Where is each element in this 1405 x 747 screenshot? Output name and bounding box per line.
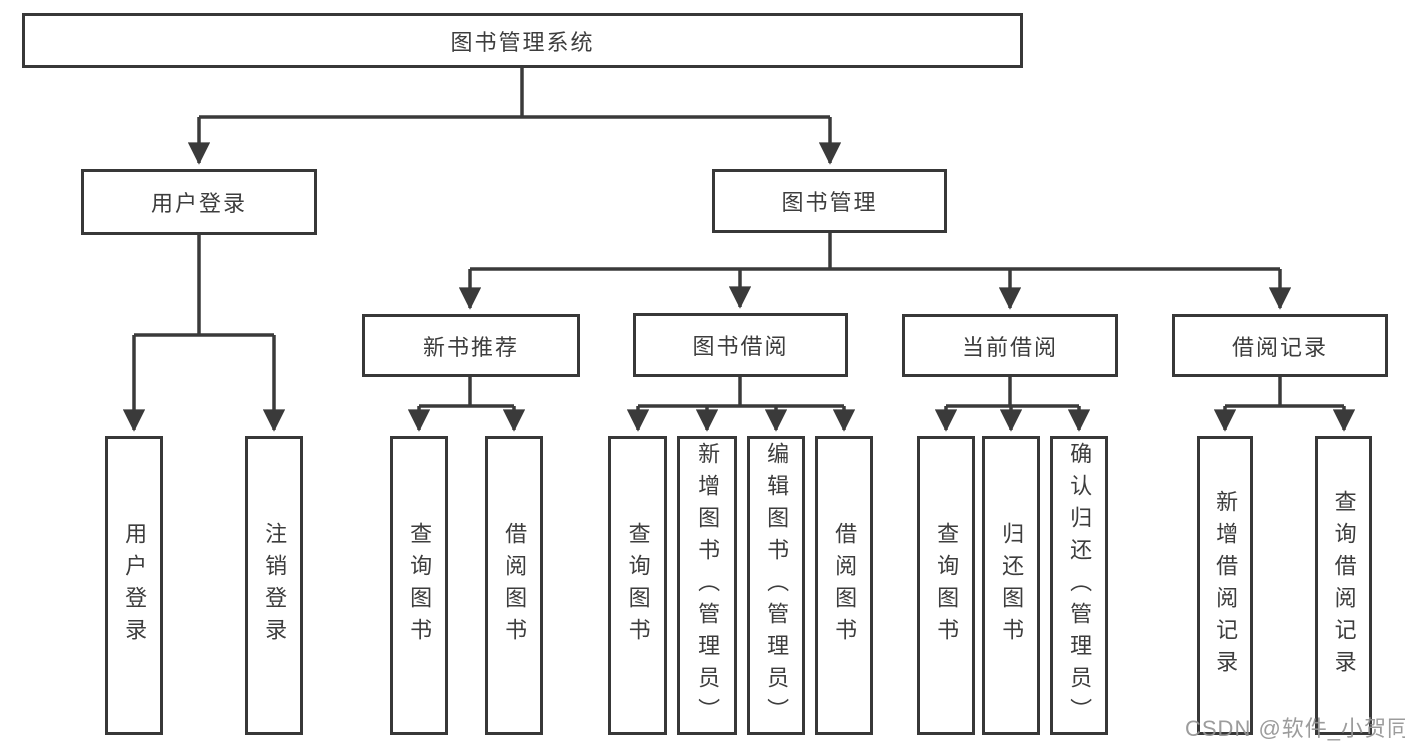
- leaf-label: 查询借阅记录: [1331, 489, 1357, 682]
- leaf-query-borrow-record: 查询借阅记录: [1315, 436, 1372, 735]
- leaf-logout: 注销登录: [245, 436, 303, 735]
- leaf-add-borrow-record: 新增借阅记录: [1197, 436, 1253, 735]
- node-label: 图书管理系统: [450, 29, 595, 55]
- leaf-label: 注销登录: [262, 521, 288, 650]
- leaf-return-books: 归还图书: [982, 436, 1040, 735]
- node-book-management: 图书管理: [712, 169, 947, 233]
- leaf-query-books: 查询图书: [608, 436, 667, 735]
- leaf-label: 用户登录: [122, 521, 148, 650]
- leaf-label: 借阅图书: [832, 521, 858, 650]
- node-user-login: 用户登录: [81, 169, 317, 235]
- leaf-label: 查询图书: [934, 521, 960, 650]
- leaf-query-books: 查询图书: [917, 436, 975, 735]
- leaf-user-login: 用户登录: [105, 436, 163, 735]
- leaf-query-books: 查询图书: [390, 436, 448, 735]
- node-current-borrow: 当前借阅: [902, 314, 1118, 377]
- node-label: 借阅记录: [1231, 334, 1328, 360]
- leaf-label: 查询图书: [407, 521, 433, 650]
- node-library-management-system: 图书管理系统: [22, 13, 1023, 68]
- leaf-label: 新增图书（管理员）: [695, 441, 721, 730]
- leaf-label: 借阅图书: [502, 521, 528, 650]
- node-label: 图书借阅: [692, 334, 789, 359]
- leaf-label: 归还图书: [999, 521, 1025, 650]
- leaf-edit-book-admin: 编辑图书（管理员）: [747, 436, 805, 735]
- node-label: 新书推荐: [422, 334, 519, 360]
- watermark-text: CSDN @软件_小贺同学: [1185, 716, 1405, 741]
- node-new-book-recommend: 新书推荐: [362, 314, 580, 377]
- leaf-label: 确认归还（管理员）: [1067, 441, 1093, 730]
- node-label: 图书管理: [781, 190, 878, 215]
- leaf-borrow-books: 借阅图书: [485, 436, 543, 735]
- node-book-borrow: 图书借阅: [633, 313, 848, 377]
- leaf-confirm-return-admin: 确认归还（管理员）: [1050, 436, 1108, 735]
- node-label: 用户登录: [150, 191, 247, 216]
- leaf-label: 查询图书: [625, 521, 651, 650]
- leaf-add-book-admin: 新增图书（管理员）: [677, 436, 737, 735]
- node-label: 当前借阅: [961, 334, 1058, 360]
- node-borrow-records: 借阅记录: [1172, 314, 1388, 377]
- leaf-borrow-books: 借阅图书: [815, 436, 873, 735]
- leaf-label: 编辑图书（管理员）: [764, 441, 790, 730]
- leaf-label: 新增借阅记录: [1213, 489, 1239, 682]
